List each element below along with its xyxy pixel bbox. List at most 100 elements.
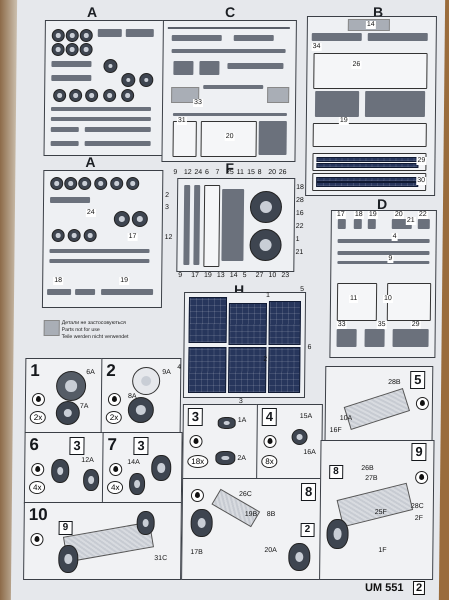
step-9-panel: 9 8 26B 27B 25F 28C 2F 1F (319, 440, 435, 580)
tree-f-callout: 9 (173, 169, 178, 176)
tree-d-part-33: 33 (336, 321, 347, 329)
step-7-quantity: 4x (106, 481, 124, 494)
tree-d-part-20: 20 (393, 211, 404, 219)
step-10-part-31c: 31C (154, 555, 168, 562)
tree-f-callout: 28 (296, 197, 304, 204)
tree-d-part-35: 35 (376, 321, 387, 329)
tree-f-callout: 26 (278, 169, 287, 176)
tree-f-callout: 14 (229, 272, 238, 279)
tree-f-callout: 10 (268, 272, 277, 279)
step-8-panel: 8 26C 19B 8B 20A 17B 2 (181, 478, 323, 580)
tree-f-callout: 16 (295, 210, 304, 217)
legend-line-3: Teile werden nicht verwendet (61, 334, 129, 340)
step-5-part-28b: 28B (388, 379, 401, 386)
legend-swatch (43, 320, 60, 336)
tree-b-part-29: 29 (416, 157, 427, 165)
step-3-quantity: 18x (187, 455, 209, 468)
step-6-ref: 3 (69, 437, 85, 455)
step-4-panel: 4 15A 16A 8x (256, 404, 323, 480)
step-3-panel: 3 1A 2A 18x (182, 404, 259, 480)
tree-f-callout: 5 (242, 272, 247, 279)
tree-d-part-19: 19 (367, 211, 378, 219)
tree-b-part-14: 14 (365, 21, 376, 29)
step-4-number: 4 (261, 408, 278, 426)
tree-f-callout: 3 (164, 204, 169, 211)
tree-b-part-19: 19 (338, 117, 349, 125)
tree-label-c: C (224, 4, 236, 20)
tree-d-part-10: 10 (382, 295, 393, 303)
step-8-part-8b: 8B (266, 511, 276, 518)
step-2-quantity: 2x (105, 411, 123, 424)
tree-d-part-4: 4 (391, 233, 398, 241)
tree-h-callout: 4 (177, 364, 182, 371)
tree-a2-part-17: 17 (127, 233, 138, 241)
tree-c-part-20: 20 (224, 133, 235, 141)
step-5-number: 5 (410, 371, 426, 389)
step-8-ref: 2 (300, 523, 315, 537)
step-2-part-9a: 9A (162, 369, 171, 376)
step-9-part-28c: 28C (410, 503, 424, 510)
tree-d-part-29: 29 (410, 321, 421, 329)
step-8-part-26c: 26C (238, 491, 252, 498)
tree-f-callout: 2 (165, 192, 170, 199)
tree-f-callout: 1 (295, 236, 300, 243)
glue-drop-icon (30, 533, 44, 546)
tree-d-part-21: 21 (405, 217, 416, 225)
sprue-tree-d: 17 18 19 20 21 22 4 9 11 10 33 35 29 (329, 210, 437, 358)
glue-drop-icon (190, 489, 205, 502)
tree-f-callout: 12 (164, 234, 173, 241)
step-1-part-6a: 6A (86, 369, 95, 376)
step-3-part-2a: 2A (237, 455, 246, 462)
tree-f-callout: 24 (194, 169, 203, 176)
tree-h-callout: 5 (300, 286, 305, 293)
footer-page: 2 (412, 581, 426, 595)
step-9-part-27b: 27B (365, 475, 378, 482)
tree-h-callout: 6 (307, 344, 312, 351)
tree-f-callout: 22 (295, 223, 304, 230)
step-8-part-20a: 20A (264, 547, 277, 554)
step-5-part-10a: 10A (339, 415, 353, 422)
step-9-part-26b: 26B (361, 465, 374, 472)
step-4-part-16a: 16A (303, 449, 316, 456)
step-7-ref: 3 (133, 437, 149, 455)
step-4-part-15a: 15A (299, 413, 313, 420)
step-4-quantity: 8x (261, 455, 278, 468)
tree-f-callout: 25 (226, 169, 234, 176)
tree-h-callout: 1 (266, 292, 270, 299)
tree-f-callout: 17 (191, 272, 199, 279)
tree-d-part-9: 9 (387, 255, 394, 263)
step-10-ref: 9 (58, 521, 73, 535)
step-6-quantity: 4x (28, 481, 46, 494)
step-9-part-25f: 25F (374, 509, 387, 516)
instruction-sheet: A C (10, 0, 446, 600)
tree-a2-part-18: 18 (53, 277, 64, 285)
sprue-tree-b: 14 34 26 19 29 30 (305, 16, 437, 196)
step-7-number: 7 (107, 435, 118, 454)
glue-drop-icon (31, 463, 45, 476)
step-9-part-1f: 1F (378, 547, 387, 554)
tree-f-callout: 9 (178, 272, 183, 279)
tree-h-callout: 3 (238, 398, 243, 405)
tree-f-callout: 6 (204, 169, 209, 176)
sprue-tree-c: 20 31 33 (161, 20, 297, 162)
step-10-number: 10 (28, 505, 48, 524)
sprue-tree-h (182, 292, 307, 398)
step-6-number: 6 (29, 435, 40, 454)
tree-d-part-22: 22 (417, 211, 428, 219)
step-8-part-17b: 17B (190, 549, 203, 556)
sprue-tree-a-second: 24 17 18 19 (41, 170, 164, 308)
step-5-part-16f: 16F (329, 427, 342, 434)
tree-c-part-33: 33 (193, 99, 203, 107)
step-9-number: 9 (411, 443, 427, 461)
glue-drop-icon (109, 463, 123, 476)
step-1-panel: 1 6A 7A 2x (24, 358, 104, 434)
tree-b-part-26: 26 (351, 61, 362, 69)
step-8-part-19b: 19B (244, 511, 258, 518)
tree-b-part-34: 34 (311, 43, 322, 51)
glue-drop-icon (189, 435, 203, 448)
step-1-number: 1 (30, 361, 40, 380)
step-6-panel: 6 3 12A 4x (23, 432, 105, 504)
sprue-tree-a-top (43, 20, 165, 156)
tree-f-callout: 7 (215, 169, 220, 176)
tree-h-callout: 2 (263, 356, 268, 363)
